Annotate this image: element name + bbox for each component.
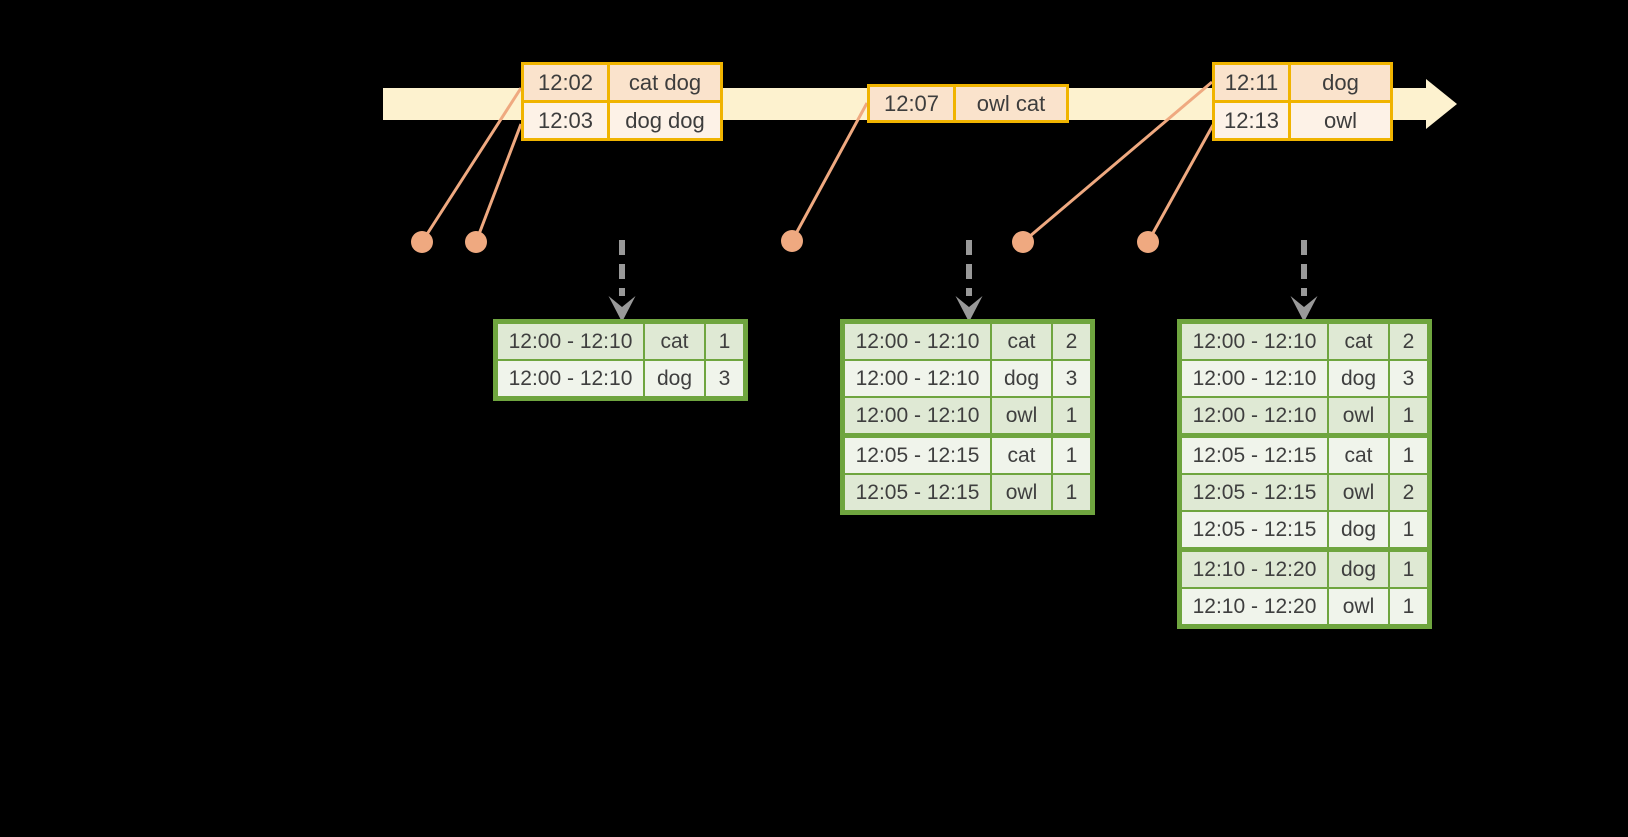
window-cell: 12:00 - 12:10 [845, 398, 990, 433]
event-words-cell: dog [1291, 65, 1390, 100]
event-words-cell: owl cat [956, 87, 1066, 120]
window-cell: 12:00 - 12:10 [1182, 324, 1327, 359]
word-cell: dog [645, 361, 704, 396]
word-cell: owl [992, 475, 1051, 510]
window-cell: 12:00 - 12:10 [498, 324, 643, 359]
event-time-cell: 12:11 [1215, 65, 1288, 100]
window-cell: 12:10 - 12:20 [1182, 589, 1327, 624]
window-cell: 12:05 - 12:15 [1182, 512, 1327, 547]
word-cell: dog [992, 361, 1051, 396]
event-connector-line [474, 123, 523, 243]
event-time-cell: 12:03 [524, 103, 607, 138]
word-cell: dog [1329, 552, 1388, 587]
event-dot [465, 231, 487, 253]
window-cell: 12:00 - 12:10 [1182, 361, 1327, 396]
word-cell: dog [1329, 361, 1388, 396]
event-connector-lines [420, 80, 1215, 244]
word-cell: owl [992, 398, 1051, 433]
count-cell: 3 [706, 361, 743, 396]
window-group-separator [1182, 549, 1427, 550]
word-cell: owl [1329, 475, 1388, 510]
count-cell: 1 [1053, 398, 1090, 433]
trigger-arrows [608, 240, 1318, 322]
count-cell: 1 [1390, 589, 1427, 624]
window-cell: 12:05 - 12:15 [1182, 475, 1327, 510]
event-time-cell: 12:02 [524, 65, 607, 100]
window-cell: 12:00 - 12:10 [845, 361, 990, 396]
word-cell: cat [645, 324, 704, 359]
count-cell: 1 [1390, 398, 1427, 433]
count-cell: 1 [1390, 438, 1427, 473]
event-time-cell: 12:07 [870, 87, 953, 120]
event-dot [1012, 231, 1034, 253]
event-connector-line [1022, 80, 1213, 244]
count-cell: 1 [1053, 438, 1090, 473]
window-cell: 12:00 - 12:10 [1182, 398, 1327, 433]
event-words-cell: owl [1291, 103, 1390, 138]
event-dots [411, 230, 1159, 253]
window-cell: 12:00 - 12:10 [845, 324, 990, 359]
event-time-cell: 12:13 [1215, 103, 1288, 138]
event-connector-line [1146, 124, 1215, 243]
count-cell: 3 [1053, 361, 1090, 396]
word-cell: cat [992, 324, 1051, 359]
count-cell: 3 [1390, 361, 1427, 396]
event-connector-line [420, 87, 523, 243]
window-cell: 12:00 - 12:10 [498, 361, 643, 396]
count-cell: 2 [1390, 475, 1427, 510]
down-arrow-icon [1290, 296, 1318, 322]
word-cell: cat [992, 438, 1051, 473]
word-cell: cat [1329, 324, 1388, 359]
word-cell: dog [1329, 512, 1388, 547]
event-dot [1137, 231, 1159, 253]
event-dot [781, 230, 803, 252]
event-connector-line [790, 102, 869, 242]
count-cell: 1 [1053, 475, 1090, 510]
word-cell: owl [1329, 398, 1388, 433]
word-cell: cat [1329, 438, 1388, 473]
count-cell: 2 [1053, 324, 1090, 359]
word-cell: owl [1329, 589, 1388, 624]
window-cell: 12:05 - 12:15 [845, 475, 990, 510]
down-arrow-icon [955, 296, 983, 322]
count-cell: 1 [706, 324, 743, 359]
event-dot [411, 231, 433, 253]
window-group-separator [845, 435, 1090, 436]
count-cell: 1 [1390, 552, 1427, 587]
count-cell: 2 [1390, 324, 1427, 359]
window-cell: 12:05 - 12:15 [845, 438, 990, 473]
count-cell: 1 [1390, 512, 1427, 547]
window-cell: 12:05 - 12:15 [1182, 438, 1327, 473]
window-group-separator [1182, 435, 1427, 436]
event-words-cell: dog dog [610, 103, 720, 138]
event-words-cell: cat dog [610, 65, 720, 100]
window-cell: 12:10 - 12:20 [1182, 552, 1327, 587]
down-arrow-icon [608, 296, 636, 322]
